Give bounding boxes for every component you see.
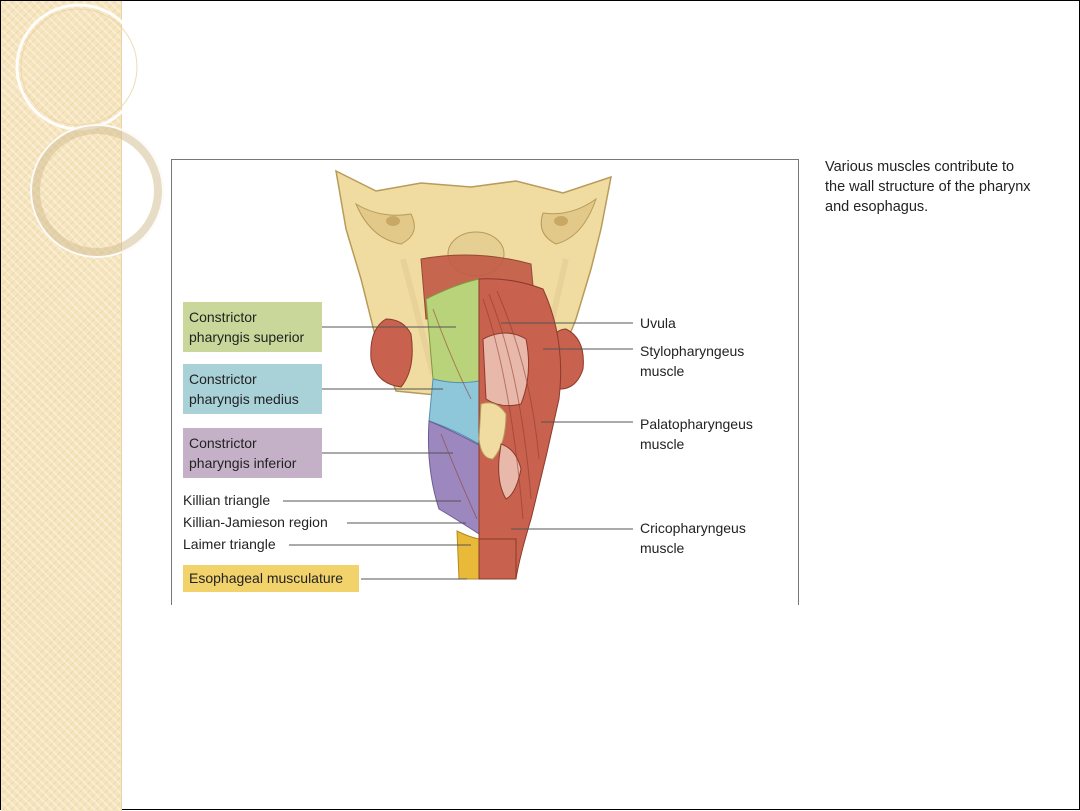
label-killian-triangle: Killian triangle [183, 492, 271, 508]
label-stylopharyngeus-muscle: Stylopharyngeus muscle [640, 341, 744, 381]
caption-line-1: Various muscles contribute to [825, 159, 1015, 175]
decorative-ring-small-highlight [30, 124, 164, 258]
label-constrictor-medius: Constrictor pharyngis medius [183, 364, 322, 414]
pharynx-illustration [283, 169, 633, 580]
decorative-rings [15, 3, 164, 258]
label-cricopharyngeus-line2: muscle [640, 540, 685, 556]
label-constrictor-inferior: Constrictor pharyngis inferior [183, 428, 322, 478]
label-palatopharyngeus-line2: muscle [640, 436, 685, 452]
caption-line-2: the wall structure of the pharynx [825, 179, 1031, 195]
label-esophageal-musculature-text: Esophageal musculature [189, 570, 344, 586]
skull-detail-left [354, 202, 415, 245]
epiglottis-area [478, 402, 507, 460]
constrictor-superior-region [425, 278, 480, 385]
label-uvula: Uvula [640, 315, 676, 331]
styloid-left [400, 258, 436, 375]
label-constrictor-superior-line2: pharyngis superior [189, 329, 305, 345]
label-stylopharyngeus-line1: Stylopharyngeus [640, 343, 745, 359]
label-palatopharyngeus-muscle: Palatopharyngeus muscle [640, 414, 753, 454]
label-cricopharyngeus-muscle: Cricopharyngeus muscle [640, 518, 746, 558]
label-cricopharyngeus-line1: Cricopharyngeus [640, 520, 746, 536]
decorative-ring-small [30, 124, 164, 258]
pharynx-left-side-muscle [370, 318, 413, 388]
label-constrictor-inferior-line2: pharyngis inferior [189, 455, 297, 471]
palatine-tonsil-area [482, 332, 530, 407]
label-esophageal-musculature: Esophageal musculature [183, 565, 359, 592]
figure-caption: Various muscles contribute to the wall s… [825, 157, 1065, 217]
label-laimer-triangle: Laimer triangle [183, 536, 276, 552]
esophagus-right-muscle [478, 538, 517, 580]
label-constrictor-superior: Constrictor pharyngis superior [183, 302, 322, 352]
label-palatopharyngeus-line1: Palatopharyngeus [640, 416, 753, 432]
muscle-fiber-lines [432, 290, 540, 520]
larynx-inner-area [498, 443, 522, 500]
skull-foramen-right [554, 216, 568, 226]
skull-foramen-left [386, 216, 400, 226]
label-constrictor-inferior-line1: Constrictor [189, 435, 257, 451]
caption-line-3: and esophagus. [825, 199, 929, 215]
label-killian-jamieson-region: Killian-Jamieson region [183, 514, 328, 530]
label-constrictor-superior-line1: Constrictor [189, 309, 257, 325]
esophagus-left-yellow [456, 530, 480, 580]
label-constrictor-medius-line1: Constrictor [189, 371, 257, 387]
skull-detail-right [540, 197, 597, 245]
decorative-ring-large [15, 3, 143, 131]
label-stylopharyngeus-line2: muscle [640, 363, 685, 379]
decorative-ring-large-shade [20, 8, 138, 126]
constrictor-inferior-region [427, 420, 480, 535]
label-constrictor-medius-line2: pharyngis medius [189, 391, 299, 407]
